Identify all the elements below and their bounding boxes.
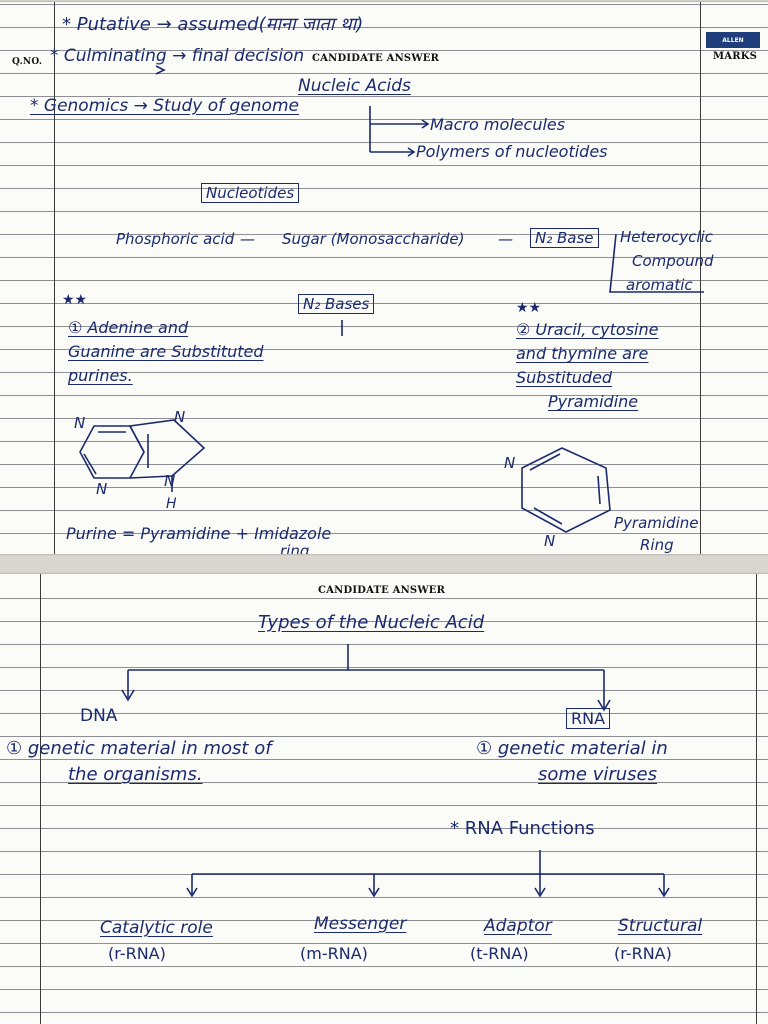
bases-right-line-1: ② Uracil, cytosine — [516, 320, 659, 339]
n2-bases-heading: N₂ Bases — [298, 294, 375, 314]
dash-2: — — [498, 230, 513, 248]
star-left: ★★ — [62, 292, 88, 308]
purine-structure — [79, 419, 206, 492]
bases-right-line-4: Pyramidine — [548, 392, 639, 411]
pyrimidine-structure — [521, 447, 611, 533]
compound-label: Compound — [632, 252, 714, 270]
aromatic-label: aromatic — [626, 276, 693, 294]
function-type-2: (m-RNA) — [300, 944, 368, 963]
star-right: ★★ — [516, 300, 542, 316]
purine-double-bonds — [83, 431, 126, 475]
allen-logo-icon: ALLEN — [706, 32, 760, 48]
heterocyclic-bracket — [609, 233, 704, 293]
nucleic-acids-branch-lines — [369, 106, 428, 153]
purine-h-label: H — [166, 496, 177, 512]
note-culminating: * Culminating → final decision — [50, 46, 305, 66]
purine-n-label-3: N — [96, 480, 107, 498]
pyrimidine-n-label-2: N — [544, 532, 555, 550]
dna-point-1: ① genetic material in most of — [6, 738, 272, 759]
candidate-answer-header: CANDIDATE ANSWER — [318, 585, 446, 596]
nucleotides-heading: Nucleotides — [201, 183, 300, 203]
rna-label: RNA — [566, 708, 611, 729]
pyrimidine-double-bonds — [529, 453, 601, 525]
qno-label: Q.NO. — [12, 57, 43, 67]
rna-functions-heading: * RNA Functions — [450, 818, 595, 839]
heterocyclic-label: Heterocyclic — [620, 228, 713, 246]
pyrimidine-ring — [521, 447, 611, 533]
purine-five-ring — [128, 419, 206, 479]
rna-point-1: ① genetic material in — [476, 738, 668, 759]
bases-right-line-2: and thymine are — [516, 344, 649, 363]
dash-1: — — [240, 230, 255, 248]
pyrimidine-ring-label-2: Ring — [640, 536, 674, 554]
bases-left-line-1: ① Adenine and — [68, 318, 189, 337]
n2-base-label: N₂ Base — [530, 228, 599, 248]
note-macro-molecules: Macro molecules — [430, 115, 566, 134]
purine-n-label-2: N — [174, 408, 185, 426]
sheet2-drawings — [121, 644, 670, 898]
rna-point-2: some viruses — [538, 764, 658, 785]
function-type-4: (r-RNA) — [614, 944, 672, 963]
dna-label: DNA — [80, 706, 118, 726]
function-name-4: Structural — [618, 916, 703, 936]
purine-extra-bonds — [147, 434, 173, 492]
types-tree-arrow-heads — [121, 689, 611, 712]
function-name-3: Adaptor — [484, 916, 552, 936]
note-polymers: Polymers of nucleotides — [416, 142, 608, 161]
right-margin-line — [756, 574, 757, 1024]
dna-point-2: the organisms. — [68, 764, 203, 785]
pyrimidine-ring-label-1: Pyramidine — [614, 514, 699, 532]
nucleic-acids-heading: Nucleic Acids — [298, 76, 411, 96]
function-type-3: (t-RNA) — [470, 944, 529, 963]
purine-n-label-4: N — [164, 472, 175, 490]
purine-equation: Purine = Pyramidine + Imidazole — [66, 524, 332, 543]
notebook-page-2: CANDIDATE ANSWER Types of the Nucleic Ac… — [0, 574, 768, 1024]
left-margin-line — [40, 574, 41, 1024]
bases-left-line-2: Guanine are Substituted — [68, 342, 264, 361]
function-name-2: Messenger — [314, 914, 407, 934]
function-type-1: (r-RNA) — [108, 944, 166, 963]
note-putative: * Putative → assumed(माना जाता था) — [62, 14, 364, 35]
candidate-answer-header: CANDIDATE ANSWER — [312, 53, 440, 64]
types-title: Types of the Nucleic Acid — [258, 612, 485, 633]
purine-n-label-1: N — [74, 414, 85, 432]
types-tree-lines — [127, 644, 605, 708]
function-name-1: Catalytic role — [100, 918, 213, 938]
branch-arrow-heads — [407, 119, 430, 157]
phosphoric-acid-label: Phosphoric acid — [116, 230, 235, 248]
functions-tree-arrow-heads — [186, 887, 670, 898]
notebook-page-1: Q.NO. CANDIDATE ANSWER ALLEN MARKS * Put… — [0, 2, 768, 554]
sheet1-drawings: N N N N H N N — [74, 65, 704, 550]
purine-equation-ring: ring — [280, 542, 310, 554]
arrow-head — [155, 65, 166, 75]
marks-margin-line — [700, 2, 701, 554]
left-margin-line — [54, 2, 55, 554]
note-genomics: * Genomics → Study of genome — [30, 96, 299, 116]
functions-tree-lines — [191, 850, 665, 894]
bases-right-line-3: Substituded — [516, 368, 613, 387]
marks-header: MARKS — [713, 51, 758, 62]
sugar-label: Sugar (Monosaccharide) — [282, 230, 465, 248]
pyrimidine-n-label-1: N — [504, 454, 515, 472]
bases-left-line-3: purines. — [68, 366, 133, 385]
